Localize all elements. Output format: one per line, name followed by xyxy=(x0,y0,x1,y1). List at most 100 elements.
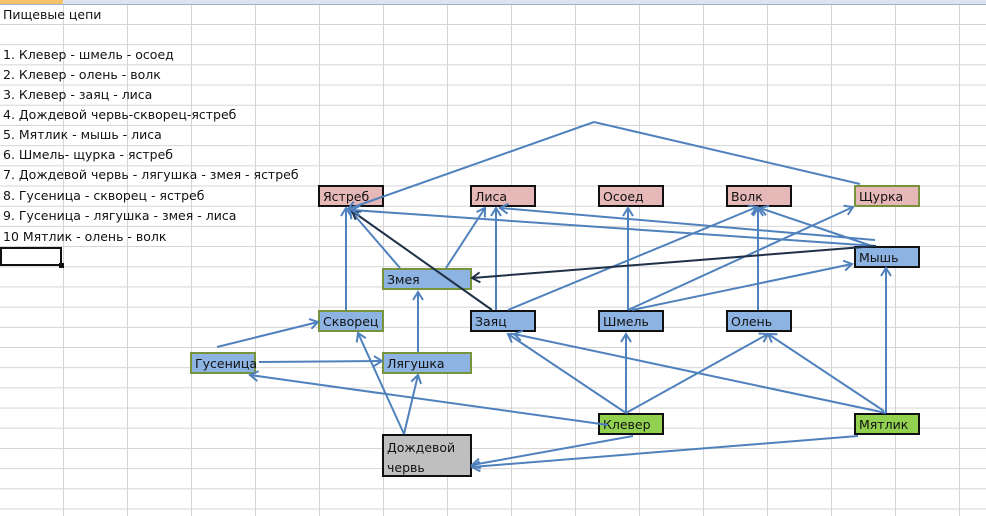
arrow-bumblebee-to-honey_buzzard xyxy=(622,206,634,310)
arrowhead-icon xyxy=(880,266,892,277)
node-label: Осоед xyxy=(603,189,644,204)
arrow-bee_eater-to-hawk xyxy=(346,120,861,213)
node-bluegrass[interactable]: Мятлик xyxy=(854,413,920,435)
arrowhead-icon xyxy=(476,206,487,218)
arrow-bluegrass-to-earthworm xyxy=(470,435,859,473)
node-bumblebee[interactable]: Шмель xyxy=(598,310,664,332)
node-bee-eater[interactable]: Щурка xyxy=(854,185,920,207)
node-label: Ястреб xyxy=(323,189,370,204)
node-label: Заяц xyxy=(475,314,507,329)
arrow-clover-to-bumblebee xyxy=(620,332,632,413)
node-caterpillar[interactable]: Гусеница xyxy=(190,352,258,374)
chain-3: 3. Клевер - заяц - лиса xyxy=(3,87,153,102)
chain-5: 5. Мятлик - мышь - лиса xyxy=(3,127,162,142)
arrow-bluegrass-to-mouse xyxy=(880,266,892,413)
arrow-line xyxy=(631,263,853,311)
arrow-bumblebee-to-mouse xyxy=(631,259,854,311)
node-starling[interactable]: Скворец xyxy=(318,310,384,332)
arrow-line xyxy=(507,333,627,414)
arrow-bluegrass-to-deer xyxy=(766,332,885,412)
arrowhead-icon xyxy=(410,373,422,385)
arrow-line xyxy=(471,435,859,468)
arrow-starling-to-hawk xyxy=(340,206,352,310)
arrowhead-icon xyxy=(842,259,854,272)
arrow-caterpillar-to-starling xyxy=(216,318,320,348)
active-cell[interactable] xyxy=(0,247,64,268)
arrow-line xyxy=(249,374,609,426)
node-honey-buzzard[interactable]: Осоед xyxy=(598,185,664,207)
arrow-line xyxy=(513,333,887,414)
node-deer[interactable]: Олень xyxy=(726,310,792,332)
node-label: Дождевой червь xyxy=(387,440,456,475)
arrow-earthworm-to-starling xyxy=(355,331,405,435)
chain-9: 9. Гусеница - лягушка - змея - лиса xyxy=(3,208,237,223)
arrow-hare-to-fox xyxy=(490,206,502,310)
arrowhead-icon xyxy=(747,204,759,216)
node-label: Щурка xyxy=(859,189,904,204)
arrow-line xyxy=(507,206,758,311)
arrow-line xyxy=(403,374,419,435)
arrow-line xyxy=(767,333,885,412)
arrowhead-icon xyxy=(620,332,632,343)
arrowhead-icon xyxy=(512,329,524,342)
arrow-caterpillar-to-frog xyxy=(258,355,384,367)
arrow-line xyxy=(349,209,401,269)
chain-4: 4. Дождевой червь-скворец-ястреб xyxy=(3,107,237,122)
arrowhead-icon xyxy=(622,206,634,217)
node-label: Волк xyxy=(731,189,763,204)
arrow-mouse-to-snake xyxy=(470,245,877,284)
arrowhead-icon xyxy=(758,204,770,216)
node-mouse[interactable]: Мышь xyxy=(854,246,920,268)
node-label: Олень xyxy=(731,314,773,329)
arrowhead-icon xyxy=(355,331,367,343)
node-label: Шмель xyxy=(603,314,649,329)
arrow-line xyxy=(445,207,486,269)
arrow-line xyxy=(216,321,319,348)
arrowhead-icon xyxy=(752,206,764,217)
arrow-line xyxy=(347,120,861,210)
arrowhead-icon xyxy=(498,202,509,215)
arrowhead-icon xyxy=(470,271,481,284)
chain-2: 2. Клевер - олень - волк xyxy=(3,67,161,82)
arrow-frog-to-snake xyxy=(412,290,424,352)
node-snake[interactable]: Змея xyxy=(382,268,472,290)
fill-handle[interactable] xyxy=(59,263,64,268)
selected-column-header xyxy=(0,0,63,4)
node-label: Змея xyxy=(387,272,420,287)
chain-6: 6. Шмель- щурка - ястреб xyxy=(3,147,174,162)
arrow-mouse-to-hawk xyxy=(350,204,877,247)
arrowhead-icon xyxy=(843,204,855,216)
node-label: Скворец xyxy=(323,314,379,329)
arrowhead-icon xyxy=(766,332,778,344)
arrow-bumblebee-to-bee_eater xyxy=(627,204,855,311)
node-label: Мышь xyxy=(859,250,899,265)
arrow-line xyxy=(499,207,876,241)
node-wolf[interactable]: Волк xyxy=(726,185,792,207)
arrow-hare-to-hawk xyxy=(350,209,493,311)
arrow-bluegrass-to-hare xyxy=(512,329,887,414)
spreadsheet-grid[interactable] xyxy=(0,5,986,516)
chain-10: 10 Мятлик - олень - волк xyxy=(3,229,167,244)
arrowhead-icon xyxy=(350,204,361,217)
arrow-earthworm-to-frog xyxy=(403,373,422,435)
arrow-line xyxy=(351,210,493,311)
arrow-snake-to-fox xyxy=(445,206,487,269)
node-label: Гусеница xyxy=(195,356,258,371)
arrow-mouse-to-fox xyxy=(498,202,876,241)
node-label: Клевер xyxy=(603,417,651,432)
arrow-line xyxy=(471,435,634,466)
arrowhead-icon xyxy=(412,290,424,301)
node-frog[interactable]: Лягушка xyxy=(382,352,472,374)
arrowhead-icon xyxy=(308,318,320,330)
node-label: Лягушка xyxy=(387,356,445,371)
chain-7: 7. Дождевой червь - лягушка - змея - яст… xyxy=(3,167,299,182)
arrowhead-icon xyxy=(373,355,384,367)
arrow-deer-to-wolf xyxy=(752,206,764,310)
column-header-strip xyxy=(0,0,986,5)
node-earthworm[interactable]: Дождевой червь xyxy=(382,434,472,477)
sheet-title: Пищевые цепи xyxy=(3,7,102,22)
arrowhead-icon xyxy=(470,460,481,473)
node-hare[interactable]: Заяц xyxy=(470,310,536,332)
arrow-line xyxy=(351,209,877,247)
